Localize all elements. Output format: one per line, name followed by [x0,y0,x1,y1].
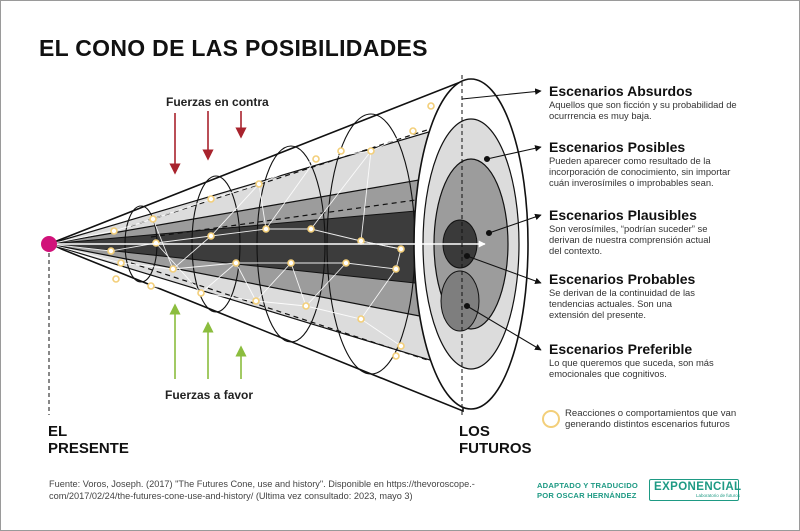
scenario-title: Escenarios Probables [549,271,696,287]
event-ring-icon [542,410,560,428]
credit-block: ADAPTADO Y TRADUCIDO POR OSCAR HERNÁNDEZ [537,481,638,501]
scenario-title: Escenarios Absurdos [549,83,693,99]
exponencial-logo: EXPONENCIAL Laboratorio de futuros [649,479,742,501]
scenario-description: Aquellos que son ficción y su probabilid… [549,99,737,121]
legend-text: Reacciones o comportamientos que van gen… [565,408,737,430]
scenario-plausible: Escenarios Plausibles Son verosímiles, “… [549,207,779,256]
futures-label: LOS FUTUROS [459,423,532,457]
futures-label-line1: LOS [459,423,490,440]
source-citation: Fuente: Voros, Joseph. (2017) "The Futur… [49,479,475,501]
scenario-preferable: Escenarios Preferible Lo que queremos qu… [549,341,779,379]
scenario-description: Se derivan de la continuidad de las tend… [549,287,695,320]
present-label: EL PRESENTE [48,423,129,457]
scenario-absurd: Escenarios Absurdos Aquellos que son fic… [549,83,779,121]
present-label-line2: PRESENTE [48,440,129,457]
credit-line1: ADAPTADO Y TRADUCIDO [537,481,639,490]
scenario-description: Pueden aparecer como resultado de la inc… [549,155,731,188]
forces-against-arrows [169,111,247,175]
scenario-probable: Escenarios Probables Se derivan de la co… [549,271,779,320]
logo-subtitle: Laboratorio de futuros [696,493,741,498]
futures-label-line2: FUTUROS [459,440,532,457]
scenario-title: Escenarios Plausibles [549,207,697,223]
scenario-leaders [461,88,542,351]
scenario-description: Lo que queremos que suceda, son más emoc… [549,357,714,379]
page-title: EL CONO DE LAS POSIBILIDADES [39,35,428,61]
scenario-possible: Escenarios Posibles Pueden aparecer como… [549,139,779,188]
scenario-title: Escenarios Preferible [549,341,693,357]
forces-against-label: Fuerzas en contra [166,95,269,109]
forces-favor-arrows [169,303,247,379]
present-label-line1: EL [48,423,68,440]
ellipse-preferable [440,270,480,332]
credit-line2: POR OSCAR HERNÁNDEZ [537,491,637,500]
logo-text: EXPONENCIAL [654,481,742,493]
cone-dashed-paths [130,118,467,372]
forces-favor-label: Fuerzas a favor [165,388,254,402]
scenario-description: Son verosímiles, “podrían suceder” se de… [549,223,711,256]
scenario-title: Escenarios Posibles [549,139,686,155]
event-ring-group [107,102,435,360]
present-dot [41,236,57,252]
